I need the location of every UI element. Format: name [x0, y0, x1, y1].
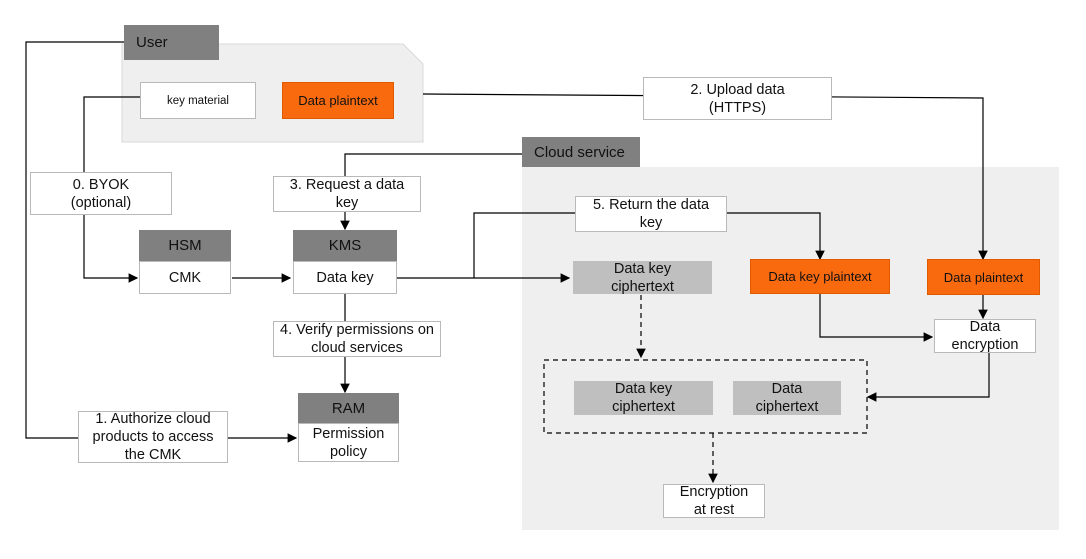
cloud-data-plaintext: Data plaintext [927, 259, 1040, 295]
step-upload-label: 2. Upload data (HTTPS) [643, 77, 832, 120]
step-return-key-label: 5. Return the data key [575, 196, 727, 232]
ram-header: RAM [298, 393, 399, 423]
stored-data-key-ciphertext: Data key ciphertext [574, 381, 713, 415]
step-request-label: 3. Request a data key [273, 176, 421, 212]
user-header: User [124, 25, 219, 60]
hsm-header: HSM [139, 230, 231, 261]
step-authorize-label: 1. Authorize cloud products to access th… [78, 411, 228, 463]
permission-policy-box: Permission policy [298, 423, 399, 462]
cloud-data-key-plaintext: Data key plaintext [750, 259, 890, 294]
key-material-box: key material [140, 82, 256, 119]
cloud-service-header: Cloud service [522, 137, 640, 167]
step-byok-label: 0. BYOK (optional) [30, 172, 172, 215]
kms-header: KMS [293, 230, 397, 261]
cloud-data-key-ciphertext: Data key ciphertext [573, 261, 712, 295]
step-verify-label: 4. Verify permissions on cloud services [273, 321, 441, 357]
encryption-at-rest-box: Encryption at rest [663, 484, 765, 518]
keyplain-to-encryption-arrow [819, 294, 934, 342]
stored-data-ciphertext: Data ciphertext [733, 381, 841, 415]
data-encryption-box: Data encryption [934, 319, 1036, 353]
encryption-to-storage-arrow [866, 353, 990, 402]
upload-arrow [422, 93, 988, 261]
cmk-box: CMK [139, 261, 231, 294]
user-data-plaintext: Data plaintext [282, 82, 394, 119]
data-key-box: Data key [293, 261, 397, 294]
